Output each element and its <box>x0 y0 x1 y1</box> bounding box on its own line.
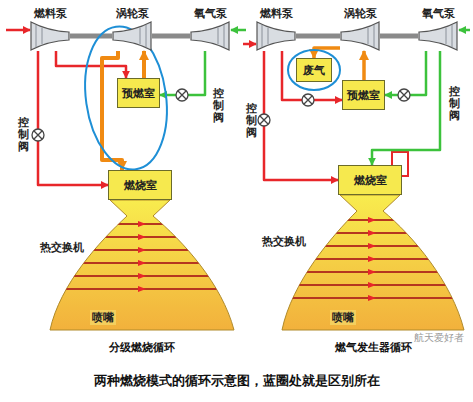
stripe <box>0 284 473 286</box>
node-text: 燃烧室 <box>124 178 157 193</box>
oxygen-inlet <box>231 29 246 32</box>
pump: 氧气泵 <box>190 6 230 51</box>
flow-line <box>362 51 366 80</box>
fuel-inlet <box>6 29 30 32</box>
diagram-title: 燃气发生器循环 <box>335 340 412 355</box>
flow-line <box>56 51 126 78</box>
part-label: 热交换机 <box>40 240 84 255</box>
flow-arrow <box>368 295 376 301</box>
part-label: 喷嘴 <box>330 310 356 325</box>
pump: 燃料泵 <box>256 6 296 51</box>
shaft <box>296 34 340 39</box>
shaft <box>152 34 190 39</box>
valve-label: 控制阀 <box>18 117 29 153</box>
flow-arrow <box>138 234 146 240</box>
part-label: 喷嘴 <box>90 310 116 325</box>
stripe <box>0 236 473 238</box>
pump: 燃料泵 <box>30 6 70 51</box>
control-valve <box>32 129 44 141</box>
fuel-inlet <box>243 43 256 46</box>
node-text: 氧气泵 <box>194 6 227 21</box>
stripe <box>0 232 473 234</box>
chamber-box: 燃烧室 <box>338 165 402 195</box>
diagram-title: 分级燃烧循环 <box>109 340 175 355</box>
control-valve <box>398 89 410 101</box>
highlight-ring <box>288 50 340 90</box>
heat-exchanger-stripes <box>0 221 473 292</box>
flow-arrow <box>138 273 146 279</box>
stripe <box>0 223 473 225</box>
part-label: 热交换机 <box>262 234 306 249</box>
node-text: 预燃室 <box>347 88 380 103</box>
stripe <box>0 297 473 299</box>
flow-arrow <box>138 286 146 292</box>
chamber-box: 预燃室 <box>117 78 160 108</box>
pump-shape <box>190 21 230 51</box>
flow-arrow <box>368 243 376 249</box>
flow-line <box>282 51 342 100</box>
node-text: 燃烧室 <box>354 173 387 188</box>
node-text: 氧气泵 <box>422 6 455 21</box>
node-text: 涡轮泵 <box>116 6 149 21</box>
node-text: 燃料泵 <box>34 6 67 21</box>
chamber-box: 燃烧室 <box>108 170 172 200</box>
valve-label: 控制阀 <box>246 103 257 139</box>
stripe <box>0 275 473 277</box>
oxygen-inlet <box>459 29 470 32</box>
flow-arrow <box>368 217 376 223</box>
pump-shape <box>256 21 296 51</box>
stripe <box>0 258 473 260</box>
caption: 两种燃烧模式的循环示意图，蓝圈处就是区别所在 <box>0 372 473 390</box>
watermark: 航天爱好者 <box>414 331 464 345</box>
pump: 氧气泵 <box>418 6 458 51</box>
control-valve <box>258 114 270 126</box>
node-text: 预燃室 <box>122 86 155 101</box>
valve-label: 控制阀 <box>449 86 460 122</box>
node-text: 涡轮泵 <box>344 6 377 21</box>
shaft <box>380 34 418 39</box>
highlight-ring <box>76 21 175 175</box>
pump-shape <box>418 21 458 51</box>
flow-line <box>264 51 338 180</box>
flow-line <box>142 51 146 78</box>
flow-arrow <box>368 269 376 275</box>
pump: 涡轮泵 <box>112 6 152 51</box>
flow-arrow <box>138 260 146 266</box>
stripe <box>0 288 473 290</box>
chamber-box: 预燃室 <box>342 80 385 110</box>
flow-line <box>385 51 426 95</box>
stripe <box>0 271 473 273</box>
node-text: 燃料泵 <box>260 6 293 21</box>
shaft <box>70 34 112 39</box>
stripe <box>0 262 473 264</box>
valve-label: 控制阀 <box>213 88 224 124</box>
flow-arrow <box>368 256 376 262</box>
node-text: 废气 <box>303 63 325 78</box>
pump-shape <box>30 21 70 51</box>
nozzle <box>282 195 464 330</box>
pump-shape <box>340 21 380 51</box>
pump-shape <box>112 21 152 51</box>
stripe <box>0 219 473 221</box>
control-valve <box>176 89 188 101</box>
flow-arrow <box>138 247 146 253</box>
nozzle <box>50 200 234 330</box>
flow-arrow <box>368 282 376 288</box>
heat-exchanger-stripes <box>0 217 473 301</box>
pump: 涡轮泵 <box>340 6 380 51</box>
control-valve <box>302 94 314 106</box>
flow-line <box>38 51 108 185</box>
flow-arrow <box>368 230 376 236</box>
chamber-box: 废气 <box>296 58 332 82</box>
flow-arrow <box>138 221 146 227</box>
